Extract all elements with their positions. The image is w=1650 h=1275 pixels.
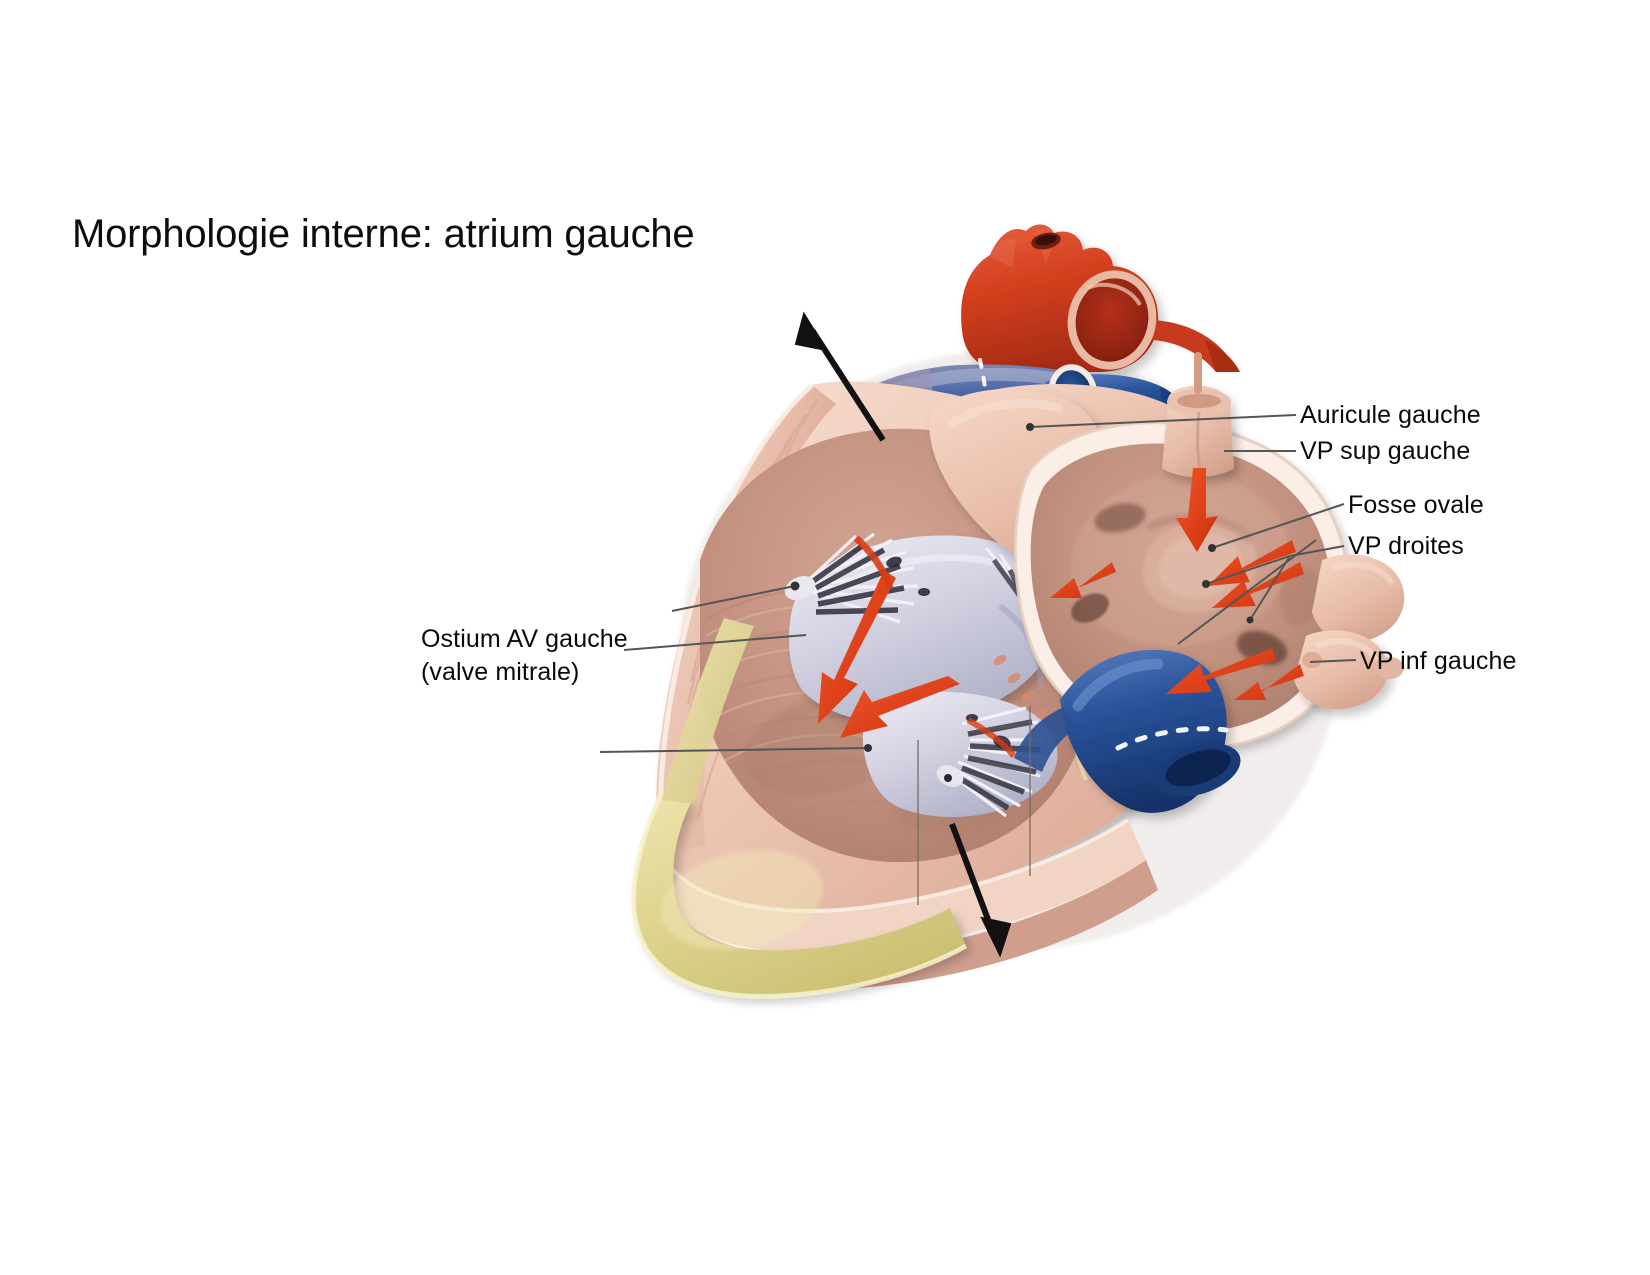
flow-arrow-la-down <box>1176 468 1218 552</box>
flow-arrow-la-from-right-upper <box>1208 540 1296 586</box>
epicardial-fat <box>631 618 968 1000</box>
label-vp-sup-gauche: VP sup gauche <box>1300 437 1471 465</box>
aorta <box>961 224 1159 372</box>
lv-inner-endocardial-band <box>664 820 1146 953</box>
pericardial-reflection-lower <box>1115 726 1229 751</box>
leader-ostium-av-gauche <box>623 634 807 651</box>
aorta-cut-opening <box>1067 270 1157 370</box>
lv-apex-muscle <box>666 860 1158 990</box>
leader-vp-droites <box>1202 545 1345 624</box>
label-valve-mitrale-line2: (valve mitrale) <box>421 658 580 686</box>
leader-fosse-ovale <box>1208 503 1345 552</box>
lv-wall-striations <box>683 398 819 819</box>
flow-arrow-mitral-upper <box>818 570 896 724</box>
leader-upper-valve <box>671 582 799 612</box>
mitral-anterior-leaflet <box>788 535 1059 724</box>
la-cavity <box>1030 443 1333 733</box>
chordae-upper-right <box>984 546 1050 649</box>
leader-lower-valve <box>599 744 872 753</box>
vp-inf-gauche-tip <box>1302 652 1322 668</box>
label-vp-droites: VP droites <box>1348 532 1464 560</box>
leader-vp-inf-gauche <box>1309 659 1357 663</box>
label-ostium-av-gauche: Ostium AV gauche (valve mitrale) <box>421 623 628 689</box>
vp-sup-gauche-stump <box>1162 352 1234 477</box>
leader-vertical-guides <box>917 706 1031 905</box>
great-vessels-group <box>817 224 1240 466</box>
chordae-lower-right <box>947 706 1045 818</box>
av-groove-fat <box>1012 432 1120 781</box>
flow-arrow-la-auricle <box>1050 562 1116 598</box>
label-auricule-gauche: Auricule gauche <box>1300 401 1481 429</box>
label-ostium-av-gauche-line1: Ostium AV gauche <box>421 625 628 653</box>
mitral-valve <box>784 532 1059 818</box>
label-fosse-ovale: Fosse ovale <box>1348 491 1484 519</box>
flow-arrow-mitral-lower <box>840 676 960 738</box>
lv-cavity <box>700 428 1096 863</box>
leader-auricule-gauche <box>1026 414 1297 431</box>
mitral-posterior-leaflet <box>862 691 1058 818</box>
flow-arrow-la-inferior-right2 <box>1234 664 1304 700</box>
chordae-upper-left-shadow <box>810 543 905 615</box>
chordae-upper-left <box>798 532 919 624</box>
figure-shadow <box>680 350 1340 950</box>
lv-cut-myocardium <box>660 385 836 852</box>
valve-fenestrations <box>886 556 1011 749</box>
la-cavity-shading <box>1070 473 1321 666</box>
leader-lines <box>599 414 1357 905</box>
page-title: Morphologie interne: atrium gauche <box>72 212 695 256</box>
lv-outer-wall <box>656 381 1170 925</box>
flow-arrow-la-inferior-left <box>1166 648 1276 694</box>
leader-vp-droites-lower <box>1177 539 1317 645</box>
blood-flow-arrows <box>818 468 1304 758</box>
pulmonary-artery-stump <box>1045 364 1187 437</box>
left-ventricle <box>656 381 1170 990</box>
la-body <box>935 384 1240 520</box>
left-auricle <box>929 389 1200 584</box>
valve-annulus-marks <box>993 654 1048 719</box>
lv-trabeculae <box>700 587 1030 863</box>
label-vp-inf-gauche: VP inf gauche <box>1360 647 1517 675</box>
pericardial-reflection-upper <box>978 358 991 450</box>
arrow-down-left-ventricle-apex <box>949 822 1012 958</box>
vp-droites-bulge <box>1312 554 1405 643</box>
arrow-up-left-ventricle-wall <box>794 311 886 442</box>
flow-arrow-la-from-right-lower <box>1212 562 1304 608</box>
pulmonary-artery <box>817 364 1166 466</box>
fossa-ovalis <box>1142 519 1258 613</box>
la-everted-rim <box>1015 422 1350 749</box>
pointer-arrows <box>794 311 1012 958</box>
coronary-sinus-vein <box>1014 649 1241 813</box>
aorta-descending <box>1140 319 1240 372</box>
